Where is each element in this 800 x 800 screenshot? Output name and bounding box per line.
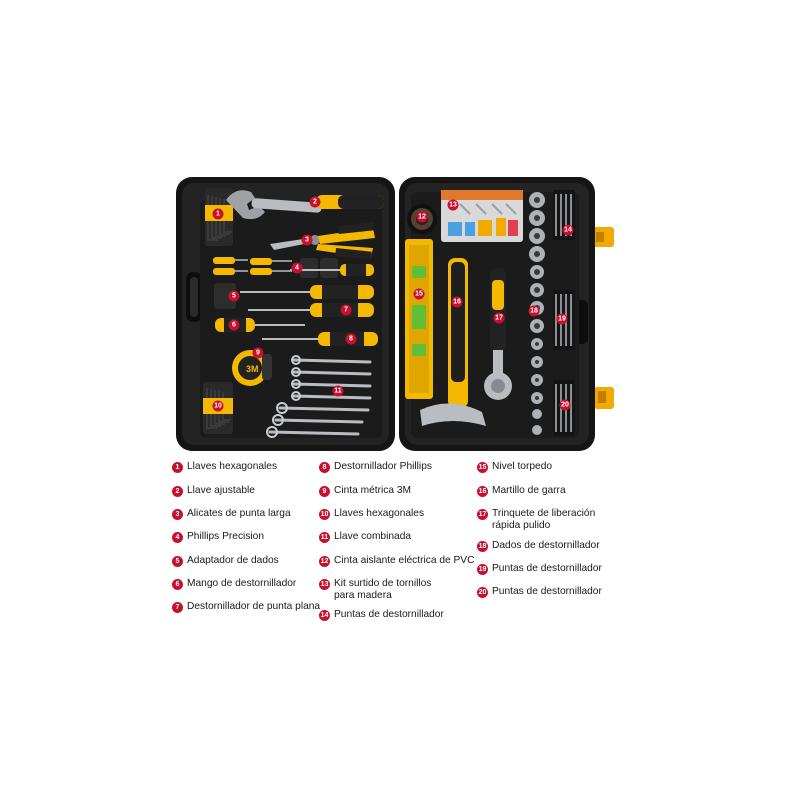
marker-1: 1 — [212, 208, 224, 220]
combination-wrenches — [268, 358, 372, 436]
svg-text:13: 13 — [449, 202, 457, 209]
svg-text:10: 10 — [214, 403, 222, 410]
marker-8: 8 — [345, 333, 357, 345]
hex-keys-top — [205, 188, 233, 246]
marker-9: 9 — [252, 347, 264, 359]
svg-text:18: 18 — [530, 308, 538, 315]
svg-text:11: 11 — [334, 388, 342, 395]
marker-15: 15 — [413, 288, 425, 300]
torpedo-level — [405, 239, 433, 399]
svg-text:1: 1 — [216, 211, 220, 218]
svg-text:6: 6 — [232, 322, 236, 329]
marker-20: 20 — [559, 399, 571, 411]
svg-text:9: 9 — [256, 350, 260, 357]
marker-3: 3 — [301, 234, 313, 246]
marker-13: 13 — [447, 199, 459, 211]
marker-14: 14 — [562, 224, 574, 236]
marker-19: 19 — [556, 313, 568, 325]
marker-5: 5 — [228, 290, 240, 302]
svg-text:5: 5 — [232, 293, 236, 300]
marker-12: 12 — [416, 211, 428, 223]
svg-text:16: 16 — [453, 299, 461, 306]
svg-text:19: 19 — [558, 316, 566, 323]
claw-hammer — [420, 258, 486, 426]
screw-assortment-box — [441, 190, 523, 242]
svg-text:8: 8 — [349, 336, 353, 343]
marker-4: 4 — [291, 262, 303, 274]
marker-11: 11 — [332, 385, 344, 397]
marker-18: 18 — [528, 305, 540, 317]
socket-holes — [534, 197, 540, 400]
svg-text:4: 4 — [295, 265, 299, 272]
svg-text:3: 3 — [305, 237, 309, 244]
svg-text:3M: 3M — [246, 364, 259, 374]
marker-2: 2 — [309, 196, 321, 208]
ratchet — [484, 268, 512, 400]
marker-16: 16 — [451, 296, 463, 308]
tape-measure: 3M — [232, 350, 272, 386]
svg-text:17: 17 — [495, 315, 503, 322]
long-nose-pliers — [270, 222, 375, 260]
marker-6: 6 — [228, 319, 240, 331]
marker-10: 10 — [212, 400, 224, 412]
svg-text:2: 2 — [313, 199, 317, 206]
svg-text:14: 14 — [564, 227, 572, 234]
svg-text:7: 7 — [344, 307, 348, 314]
wrench-ends — [266, 355, 301, 438]
svg-text:15: 15 — [415, 291, 423, 298]
photo-markers: 1 2 3 4 5 6 7 8 9 10 11 12 13 14 15 16 1… — [212, 196, 574, 412]
marker-7: 7 — [340, 304, 352, 316]
svg-text:20: 20 — [561, 402, 569, 409]
svg-text:12: 12 — [418, 214, 426, 221]
precision-screwdrivers — [213, 257, 338, 278]
adjustable-wrench — [226, 190, 384, 220]
marker-17: 17 — [493, 312, 505, 324]
